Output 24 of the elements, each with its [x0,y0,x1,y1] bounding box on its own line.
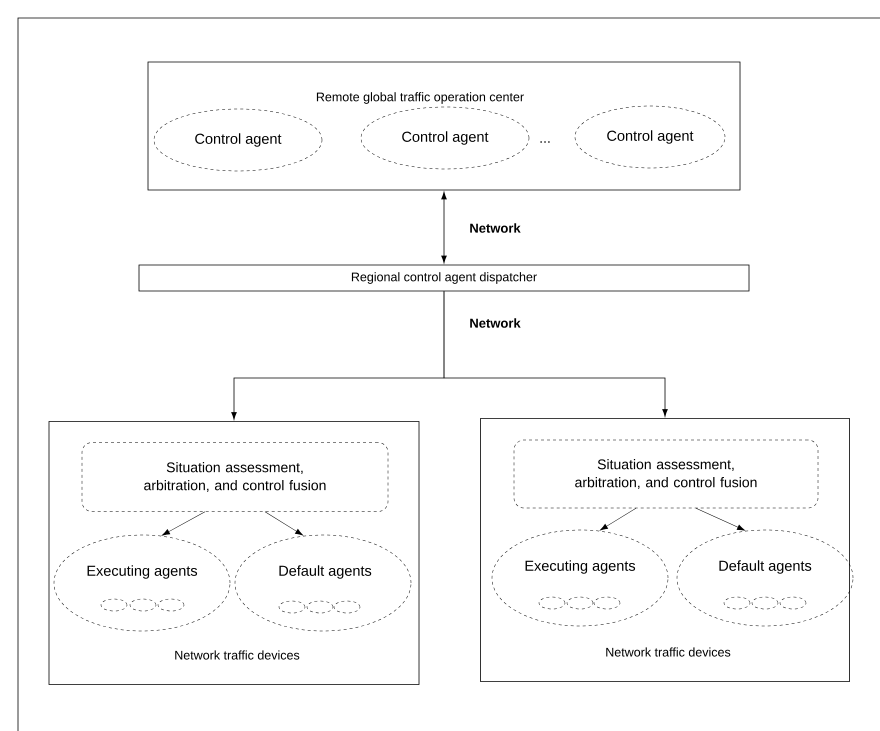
small-ellipse [780,596,806,610]
small-ellipse [752,596,778,610]
arrow [264,512,304,536]
edge-label: Network [468,222,522,234]
arrow [162,512,206,536]
small-ellipse [538,596,566,610]
arrow [441,192,447,264]
edge-label: Network [468,317,522,329]
small-ellipse [100,598,128,612]
fusion-box: Situation assessment, arbitration, and control fusion [514,440,818,508]
small-ellipse [566,596,594,610]
arrow [600,508,636,531]
small-ellipse [594,596,620,610]
small-ellipse [306,600,334,614]
dispatcher-box: Regional control agent dispatcher [138,264,750,292]
ellipsis-text: ... [540,141,550,143]
small-ellipse [130,598,156,612]
small-ellipse [724,596,750,610]
arrow [444,291,668,417]
arrow [696,508,746,531]
small-ellipse [158,598,184,612]
small-ellipse [334,600,360,614]
fusion-box: Situation assessment, arbitration, and control fusion [82,442,388,512]
small-ellipse [278,600,306,614]
